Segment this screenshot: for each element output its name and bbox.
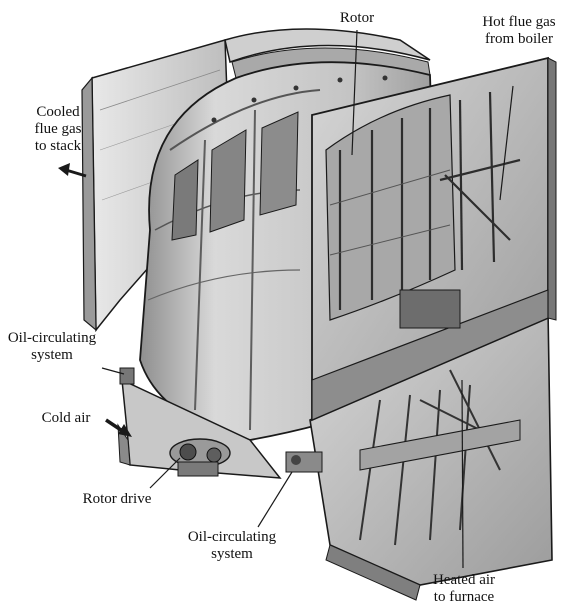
rotor-drive-leader-line (149, 457, 181, 489)
oil-system-left-unit (119, 367, 135, 385)
lower-right-duct-hood (309, 308, 553, 601)
cooled-flue-gas-arrow (58, 163, 87, 178)
oil-system-bottom-unit (285, 451, 323, 473)
label-oil-system-bottom: Oil-circulating system (187, 529, 277, 562)
rotor-drive-assembly (169, 438, 231, 477)
label-oil-system-left: Oil-circulating system (7, 330, 97, 363)
heated-air-leader-line (461, 379, 464, 569)
rotor-leader-line (351, 29, 358, 156)
oil-system-left-leader-line (101, 367, 125, 375)
oil-system-bottom-leader-line (257, 471, 293, 528)
label-rotor: Rotor (339, 10, 375, 26)
label-rotor-drive: Rotor drive (82, 491, 152, 507)
label-cooled-flue-gas: Cooled flue gas to stack (34, 104, 82, 154)
label-heated-air: Heated air to furnace (432, 572, 496, 605)
hot-flue-gas-leader-line (499, 85, 514, 201)
hot-gas-inlet-panel (311, 56, 557, 422)
cold-air-arrow (105, 418, 132, 437)
label-hot-flue-gas: Hot flue gas from boiler (482, 14, 556, 47)
label-cold-air: Cold air (41, 410, 91, 426)
